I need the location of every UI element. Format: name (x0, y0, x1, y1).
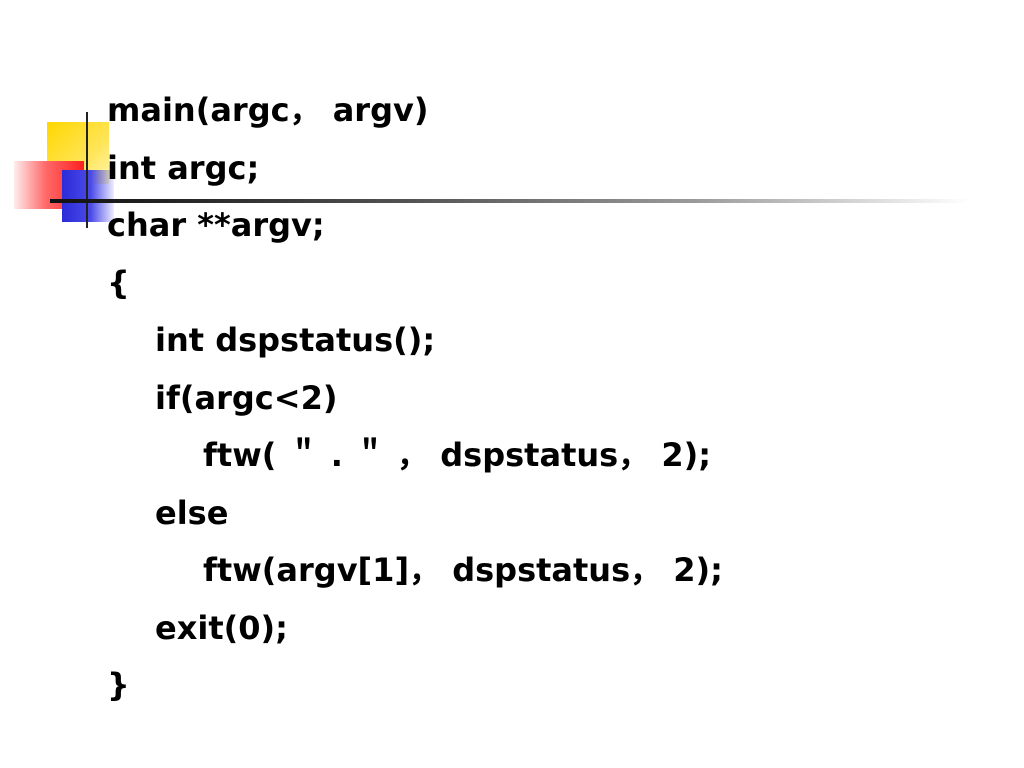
code-line: ftw( ＂ . ＂ ， dspstatus， 2); (203, 436, 712, 474)
decorative-vertical-line (86, 112, 88, 228)
code-line: char **argv; (107, 206, 325, 244)
code-line: if(argc<2) (155, 378, 338, 417)
code-line: exit(0); (155, 608, 288, 647)
code-line: ftw(argv[1]， dspstatus， 2); (203, 551, 723, 589)
code-block: main(argc， argv) int argc; char **argv; … (107, 82, 723, 715)
code-line: { (107, 263, 130, 302)
code-line: main(argc， argv) (107, 91, 429, 129)
code-line: int argc; (107, 148, 260, 187)
code-line: } (107, 666, 130, 704)
decorative-blue-square (62, 170, 114, 222)
decorative-horizontal-rule (50, 199, 970, 203)
code-line: int dspstatus(); (155, 321, 436, 359)
code-line: else (155, 493, 229, 532)
